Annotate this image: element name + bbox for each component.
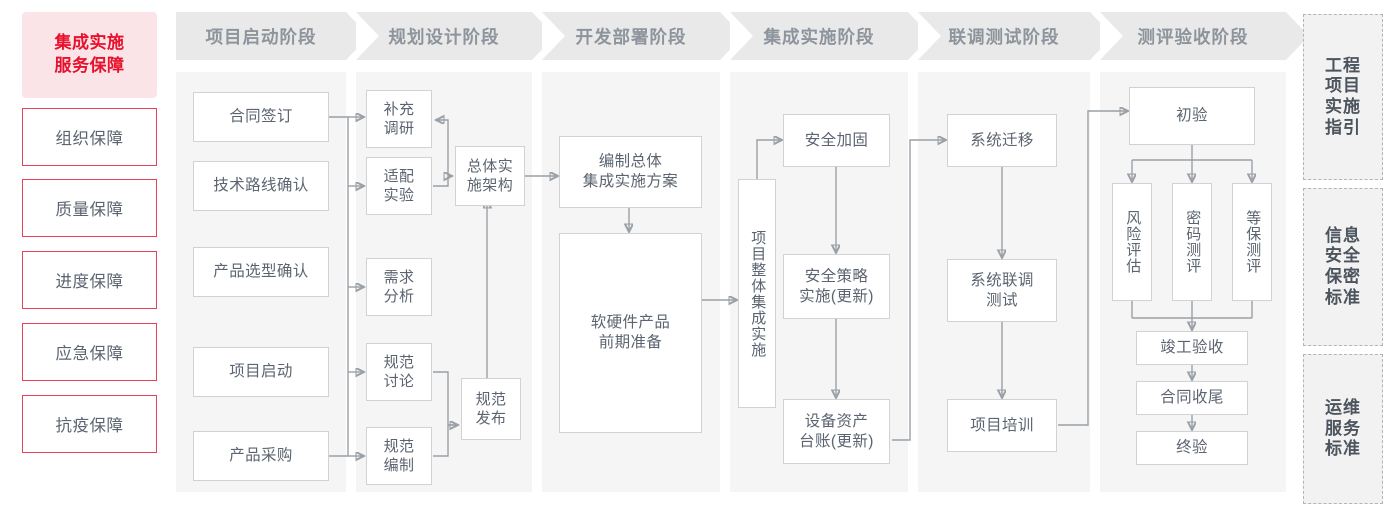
node-crypto-evaluation[interactable]: 密码测评 — [1172, 183, 1212, 301]
node-requirement-analysis[interactable]: 需求分析 — [366, 258, 432, 316]
standard-item-infosec-standard[interactable]: 信息安全保密标准 — [1303, 188, 1383, 346]
node-tech-route-confirm[interactable]: 技术路线确认 — [193, 161, 329, 211]
guarantee-panel: 集成实施服务保障 组织保障 质量保障 进度保障 应急保障 抗疫保障 — [22, 12, 157, 504]
guarantee-item-emergency[interactable]: 应急保障 — [22, 323, 157, 381]
node-spec-drafting[interactable]: 规范编制 — [366, 427, 432, 485]
node-system-migration[interactable]: 系统迁移 — [947, 114, 1057, 167]
node-overall-project-integration[interactable]: 项目整体集成实施 — [738, 179, 776, 408]
phase-header-2[interactable]: 规划设计阶段 — [356, 12, 555, 60]
standard-item-ops-standard[interactable]: 运维服务标准 — [1303, 354, 1383, 504]
phase-header-5[interactable]: 联调测试阶段 — [918, 12, 1113, 60]
node-project-kickoff[interactable]: 项目启动 — [193, 347, 329, 397]
node-product-procurement[interactable]: 产品采购 — [193, 431, 329, 481]
node-completion-acceptance[interactable]: 竣工验收 — [1136, 331, 1248, 365]
node-project-training[interactable]: 项目培训 — [947, 399, 1057, 452]
guarantee-item-quality[interactable]: 质量保障 — [22, 179, 157, 237]
node-security-policy[interactable]: 安全策略实施(更新) — [783, 254, 890, 319]
standard-item-engineering-guide[interactable]: 工程项目实施指引 — [1303, 14, 1383, 180]
guarantee-item-organization[interactable]: 组织保障 — [22, 108, 157, 166]
guarantee-item-epidemic[interactable]: 抗疫保障 — [22, 395, 157, 453]
node-supplementary-research[interactable]: 补充调研 — [366, 90, 432, 148]
node-system-joint-debug-test[interactable]: 系统联调测试 — [947, 259, 1057, 322]
node-contract-signing[interactable]: 合同签订 — [193, 92, 329, 142]
node-security-hardening[interactable]: 安全加固 — [783, 114, 890, 167]
node-contract-closure[interactable]: 合同收尾 — [1136, 381, 1248, 415]
node-mlps-evaluation[interactable]: 等保测评 — [1232, 183, 1272, 301]
node-overall-impl-architecture[interactable]: 总体实施架构 — [455, 146, 525, 206]
node-hw-sw-preparation[interactable]: 软硬件产品前期准备 — [559, 233, 702, 433]
node-final-acceptance[interactable]: 终验 — [1136, 431, 1248, 465]
guarantee-panel-title: 集成实施服务保障 — [22, 12, 157, 98]
phase-header-4[interactable]: 集成实施阶段 — [730, 12, 931, 60]
guarantee-item-schedule[interactable]: 进度保障 — [22, 251, 157, 309]
node-asset-ledger[interactable]: 设备资产台账(更新) — [783, 399, 890, 464]
node-overall-integration-plan[interactable]: 编制总体集成实施方案 — [559, 136, 702, 208]
phase-header-1[interactable]: 项目启动阶段 — [176, 12, 369, 60]
node-spec-release[interactable]: 规范发布 — [461, 378, 521, 440]
node-risk-assessment[interactable]: 风险评估 — [1112, 183, 1152, 301]
phase-header-6[interactable]: 测评验收阶段 — [1100, 12, 1309, 60]
phase-header-3[interactable]: 开发部署阶段 — [542, 12, 743, 60]
node-adaptation-test[interactable]: 适配实验 — [366, 157, 432, 215]
node-preliminary-acceptance[interactable]: 初验 — [1129, 87, 1255, 145]
node-product-selection[interactable]: 产品选型确认 — [193, 247, 329, 297]
node-spec-discussion[interactable]: 规范讨论 — [366, 343, 432, 401]
